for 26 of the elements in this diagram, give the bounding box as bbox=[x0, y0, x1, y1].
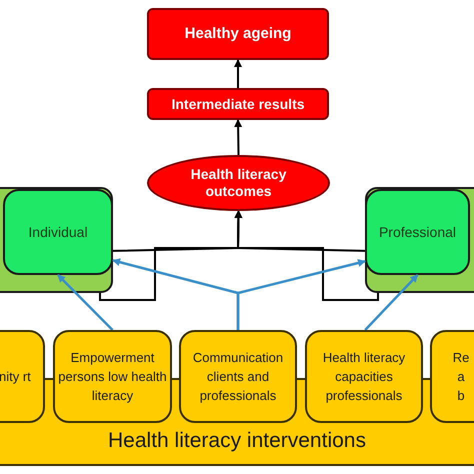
outcome-box bbox=[147, 8, 329, 60]
intervention-box bbox=[53, 330, 172, 423]
arrow bbox=[57, 274, 114, 331]
arrow bbox=[364, 274, 418, 331]
intervention-box bbox=[179, 330, 297, 423]
arrow bbox=[234, 59, 242, 88]
shadow-box bbox=[365, 187, 474, 293]
level-box bbox=[365, 189, 470, 275]
arrow bbox=[234, 210, 379, 301]
node-label: Health literacy outcomes bbox=[190, 166, 288, 200]
node-label: Health literacy capacities professionals bbox=[322, 349, 406, 405]
node-label: Empowerment persons low health literacy bbox=[57, 349, 168, 405]
node-label: Individual bbox=[28, 222, 88, 242]
node-label: Re a b bbox=[452, 349, 470, 405]
level-box bbox=[3, 189, 113, 275]
shadow-box bbox=[0, 187, 113, 293]
node-label: Communication clients and professionals bbox=[192, 349, 284, 405]
arrow bbox=[236, 259, 366, 330]
node-label: Intermediate results bbox=[171, 94, 305, 114]
intervention-box bbox=[305, 330, 423, 423]
arrow bbox=[234, 119, 242, 156]
node-label: nity rt bbox=[0, 368, 32, 386]
node-label: Professional bbox=[378, 222, 456, 242]
node-label: Health literacy interventions bbox=[108, 428, 366, 454]
node-label: Healthy ageing bbox=[184, 24, 292, 44]
outcome-box bbox=[147, 88, 329, 120]
